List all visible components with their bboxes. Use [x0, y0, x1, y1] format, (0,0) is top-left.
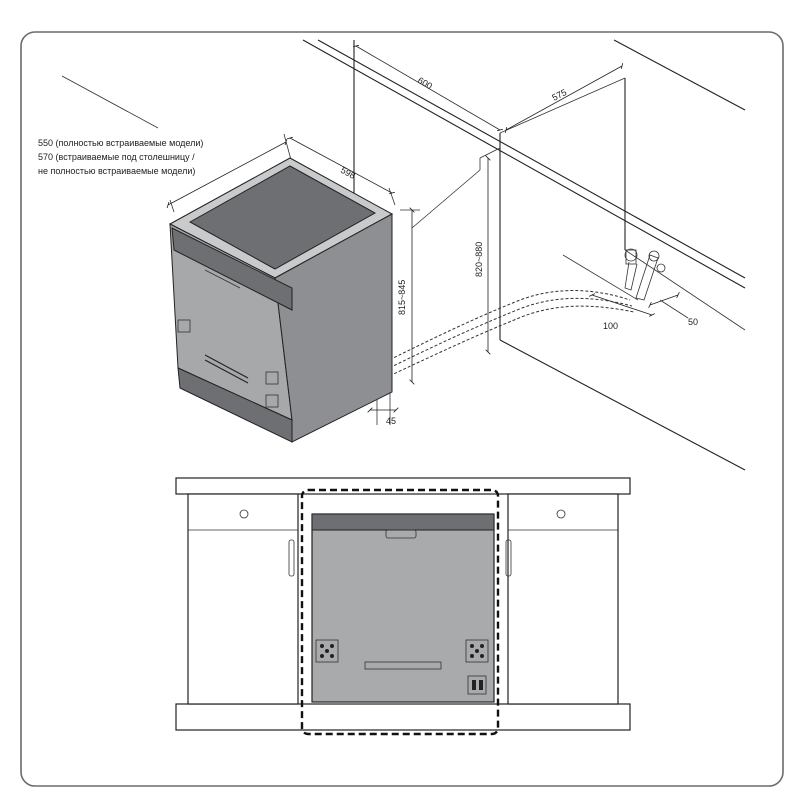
- outer-frame: [20, 31, 784, 787]
- dim-820-880: 820~880: [474, 242, 484, 277]
- left-cabinet: [187, 493, 299, 705]
- dim-50: 50: [688, 317, 698, 327]
- right-cabinet: [507, 493, 619, 705]
- plinth: [175, 703, 631, 731]
- dim-815-845: 815~845: [397, 280, 407, 315]
- dimension-lines: [168, 46, 689, 425]
- installation-outline: [300, 488, 500, 736]
- bottom-right-icon: [467, 675, 487, 695]
- dim-100: 100: [603, 321, 618, 331]
- depth-note-line-3: не полностью встраиваемые модели): [38, 166, 195, 176]
- depth-note-line-1: 550 (полностью встраиваемые модели): [38, 138, 203, 148]
- dim-575: 575: [550, 87, 568, 103]
- water-tap: [624, 248, 666, 301]
- drain-hoses: [378, 290, 635, 385]
- countertop: [175, 477, 631, 495]
- left-icon: [315, 639, 339, 663]
- isometric-view: 600 575 598 815~845 820~880 45 100 50 55…: [38, 39, 746, 471]
- front-view: [175, 477, 631, 736]
- dim-45: 45: [386, 416, 396, 426]
- dishwasher-front: [311, 513, 495, 703]
- depth-note-line-2: 570 (встраиваемые под столешницу /: [38, 152, 195, 162]
- dim-600: 600: [416, 75, 434, 91]
- right-icon: [465, 639, 489, 663]
- wall-lines: [61, 39, 746, 471]
- dishwasher-isometric: [168, 157, 394, 443]
